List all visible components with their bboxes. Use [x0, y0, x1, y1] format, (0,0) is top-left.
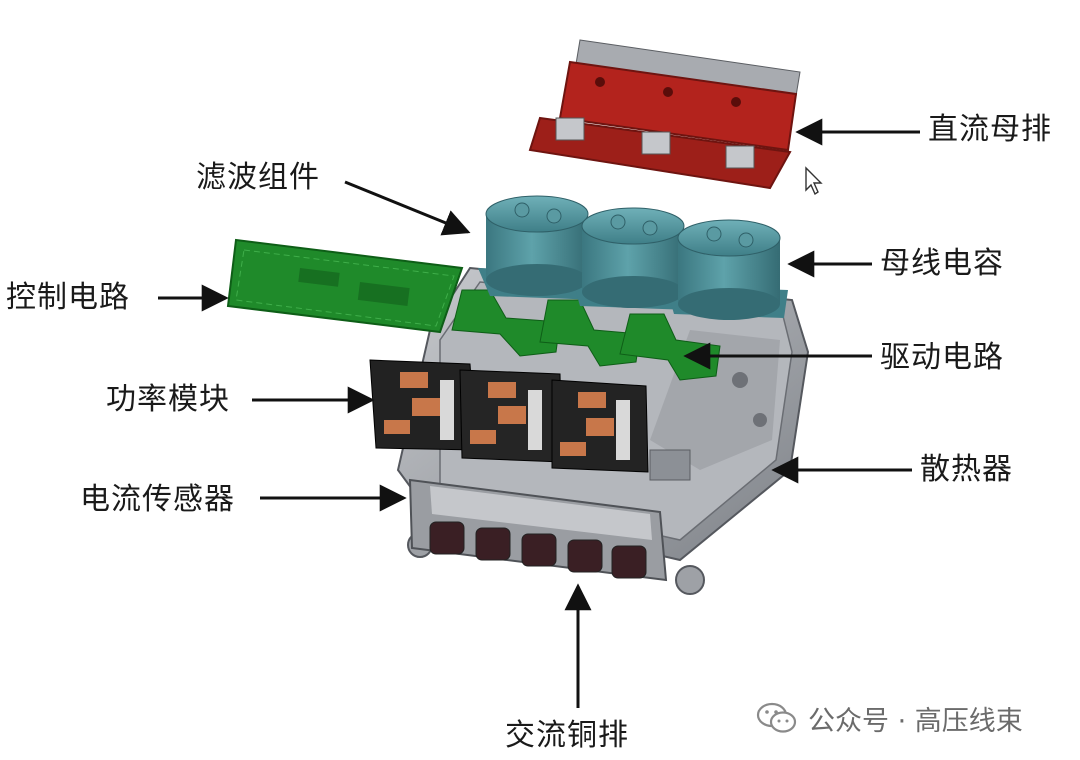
control-circuit-board [226, 238, 464, 334]
bus-capacitors [478, 195, 788, 320]
arrow-filter-assembly [344, 180, 471, 236]
label-bus-capacitor: 母线电容 [880, 246, 1004, 281]
power-modules [369, 359, 649, 473]
label-filter-assembly: 滤波组件 [196, 160, 320, 195]
label-dc-busbar: 直流母排 [928, 112, 1052, 147]
label-power-module: 功率模块 [106, 382, 230, 417]
watermark-text: 公众号 · 高压线束 [808, 705, 1023, 737]
dc-busbar [528, 39, 801, 190]
label-current-sensor: 电流传感器 [80, 482, 235, 517]
label-heat-sink: 散热器 [920, 452, 1013, 487]
label-control-circuit: 控制电路 [6, 280, 130, 315]
watermark: 公众号 · 高压线束 [756, 696, 1023, 740]
wechat-icon [756, 702, 797, 733]
label-ac-copper-busbar: 交流铜排 [505, 718, 629, 753]
mouse-cursor-icon [805, 166, 823, 196]
label-drive-circuit: 驱动电路 [880, 340, 1004, 375]
leader-arrows [158, 118, 920, 708]
ac-copper-busbar-ports [429, 521, 647, 579]
